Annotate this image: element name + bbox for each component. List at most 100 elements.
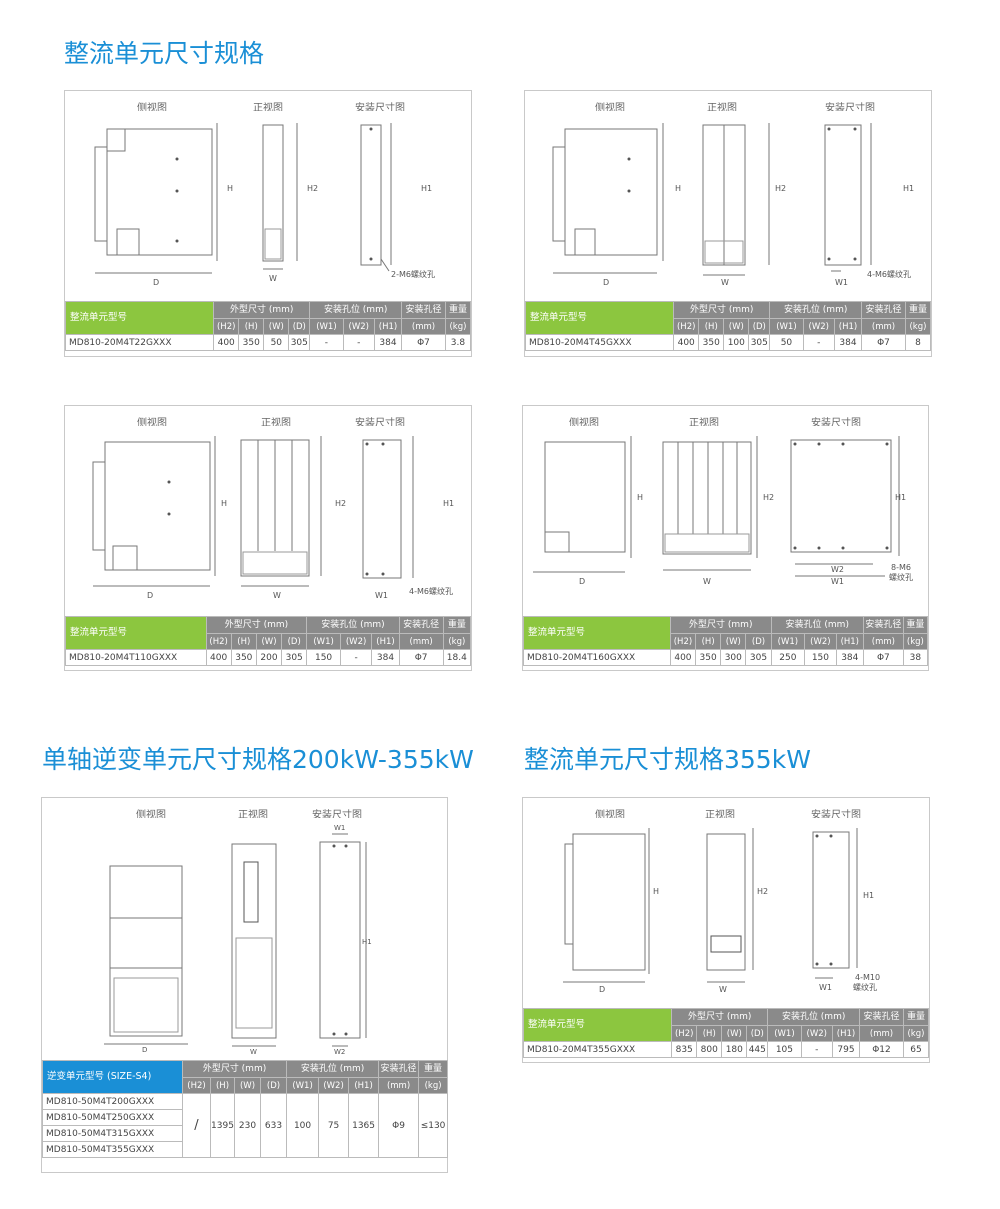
value-cell: Φ12: [859, 1041, 904, 1058]
dim-d-label: D: [603, 278, 609, 287]
model-header: 逆变单元型号 (SIZE-S4): [42, 1060, 183, 1094]
spec-table: 逆变单元型号 (SIZE-S4) 外型尺寸 (mm) 安装孔位 (mm) 安装孔…: [42, 1060, 449, 1158]
col-w1: (W1): [286, 1077, 320, 1094]
mount-holes-header: 安装孔位 (mm): [770, 616, 864, 634]
model-cell: MD810-50M4T355GXXX: [42, 1141, 183, 1158]
value-cell: 8: [904, 334, 932, 351]
dim-h1-label: H1: [443, 499, 454, 508]
spec-panel-160kw: 侧视图 正视图 安装尺寸图: [522, 405, 929, 671]
value-cell: 105: [767, 1041, 802, 1058]
spec-table: 整流单元型号 外型尺寸 (mm) 安装孔位 (mm) 安装孔径 重量 (H2) …: [522, 1008, 930, 1058]
model-cell: MD810-50M4T200GXXX: [42, 1093, 183, 1110]
side-view-label: 侧视图: [136, 810, 166, 821]
value-cell: 300: [720, 649, 747, 666]
spec-table: 整流单元型号 外型尺寸 (mm) 安装孔位 (mm) 安装孔径 重量 (H2) …: [524, 301, 932, 351]
spec-panel-110kw: 侧视图 正视图 安装尺寸图 H: [64, 405, 472, 671]
hole-note: 8-M6: [891, 563, 911, 572]
front-view-label: 正视图: [253, 103, 283, 114]
spec-panel-22kw: 侧视图 正视图 安装尺寸图: [64, 90, 472, 357]
outer-dims-header: 外型尺寸 (mm): [205, 616, 308, 634]
spec-panel-inverter: 侧视图 正视图 安装尺寸图 D W: [41, 797, 449, 1173]
hole-note: 螺纹孔: [889, 572, 913, 582]
value-cell: 50: [263, 334, 290, 351]
dim-w2-label: W2: [334, 1048, 345, 1056]
dimension-drawing: H D H2 W H1 W1 4-M10 螺纹孔: [523, 818, 929, 1004]
value-cell: 305: [745, 649, 772, 666]
value-cell: Φ7: [862, 649, 904, 666]
dim-d-label: D: [579, 577, 585, 586]
dim-d-label: D: [153, 278, 159, 287]
value-cell: 250: [770, 649, 806, 666]
col-h: (H): [238, 318, 265, 335]
model-header: 整流单元型号: [524, 301, 675, 335]
weight-header: 重量: [444, 301, 472, 319]
value-cell: 230: [234, 1093, 261, 1158]
value-cell: 305: [288, 334, 311, 351]
model-header: 整流单元型号: [523, 616, 671, 650]
col-d: (D): [746, 1025, 769, 1042]
dim-w1-label: W1: [819, 983, 832, 992]
col-kg: (kg): [904, 318, 932, 335]
dim-w1-label: W1: [375, 591, 388, 600]
value-cell: 180: [721, 1041, 748, 1058]
dim-w-label: W: [250, 1048, 257, 1056]
spec-table: 整流单元型号 外型尺寸 (mm) 安装孔位 (mm) 安装孔径 重量 (H2) …: [523, 616, 929, 666]
install-view-label: 安装尺寸图: [811, 418, 861, 429]
dim-w1-label: W1: [831, 577, 844, 586]
value-cell: 350: [230, 649, 257, 666]
col-h1: (H1): [373, 318, 403, 335]
value-cell: 305: [281, 649, 308, 666]
front-view-label: 正视图: [707, 103, 737, 114]
value-cell: 305: [748, 334, 771, 351]
value-cell: 400: [669, 649, 697, 666]
outer-dims-header: 外型尺寸 (mm): [673, 301, 771, 319]
col-h1: (H1): [371, 633, 400, 650]
col-d: (D): [288, 318, 311, 335]
dim-w-label: W: [269, 274, 277, 283]
dimension-drawing: H D H2 W H1 W1 4-M6螺纹孔: [525, 111, 931, 297]
model-cell: MD810-20M4T45GXXX: [524, 334, 675, 351]
dim-h2-label: H2: [757, 887, 768, 896]
dim-w2-label: W2: [831, 565, 844, 574]
value-cell: 18.4: [442, 649, 472, 666]
value-cell: Φ7: [401, 334, 446, 351]
col-kg: (kg): [418, 1077, 449, 1094]
col-h1: (H1): [348, 1077, 380, 1094]
col-w1: (W1): [309, 318, 344, 335]
value-cell: 1365: [348, 1093, 380, 1158]
install-view-label: 安装尺寸图: [312, 810, 362, 821]
table-row: MD810-20M4T45GXXX 400 350 100 305 50 - 3…: [524, 334, 932, 351]
dim-h2-label: H2: [335, 499, 346, 508]
dim-h1-label: H1: [895, 493, 906, 502]
table-row: MD810-20M4T160GXXX 400 350 300 305 250 1…: [523, 649, 929, 666]
dim-h-label: H: [227, 184, 233, 193]
side-view-label: 侧视图: [137, 103, 167, 114]
value-cell: 795: [831, 1041, 861, 1058]
col-h: (H): [695, 633, 722, 650]
spec-table: 整流单元型号 外型尺寸 (mm) 安装孔位 (mm) 安装孔径 重量 (H2) …: [64, 301, 472, 351]
dim-h-label: H: [653, 887, 659, 896]
value-cell: 445: [746, 1041, 769, 1058]
dim-w1-label: W1: [334, 824, 345, 832]
spec-table: 整流单元型号 外型尺寸 (mm) 安装孔位 (mm) 安装孔径 重量 (H2) …: [65, 616, 472, 666]
hole-note: 螺纹孔: [853, 982, 877, 992]
col-w2: (W2): [318, 1077, 350, 1094]
weight-header: 重量: [442, 616, 472, 634]
col-h: (H): [696, 1025, 723, 1042]
weight-header: 重量: [904, 301, 932, 319]
dim-h1-label: H1: [421, 184, 432, 193]
col-h2: (H2): [673, 318, 700, 335]
value-cell: -: [802, 334, 835, 351]
col-w: (W): [255, 633, 283, 650]
install-view-label: 安装尺寸图: [355, 418, 405, 429]
hole-note: 4-M10: [855, 973, 880, 982]
col-mm: (mm): [861, 318, 906, 335]
dim-h1-label: H1: [903, 184, 914, 193]
value-cell: 384: [373, 334, 403, 351]
col-h2: (H2): [669, 633, 697, 650]
value-cell: 50: [769, 334, 804, 351]
outer-dims-header: 外型尺寸 (mm): [671, 1008, 769, 1026]
value-cell: 384: [371, 649, 400, 666]
value-cell: Φ7: [398, 649, 444, 666]
mount-holes-header: 安装孔位 (mm): [769, 301, 863, 319]
